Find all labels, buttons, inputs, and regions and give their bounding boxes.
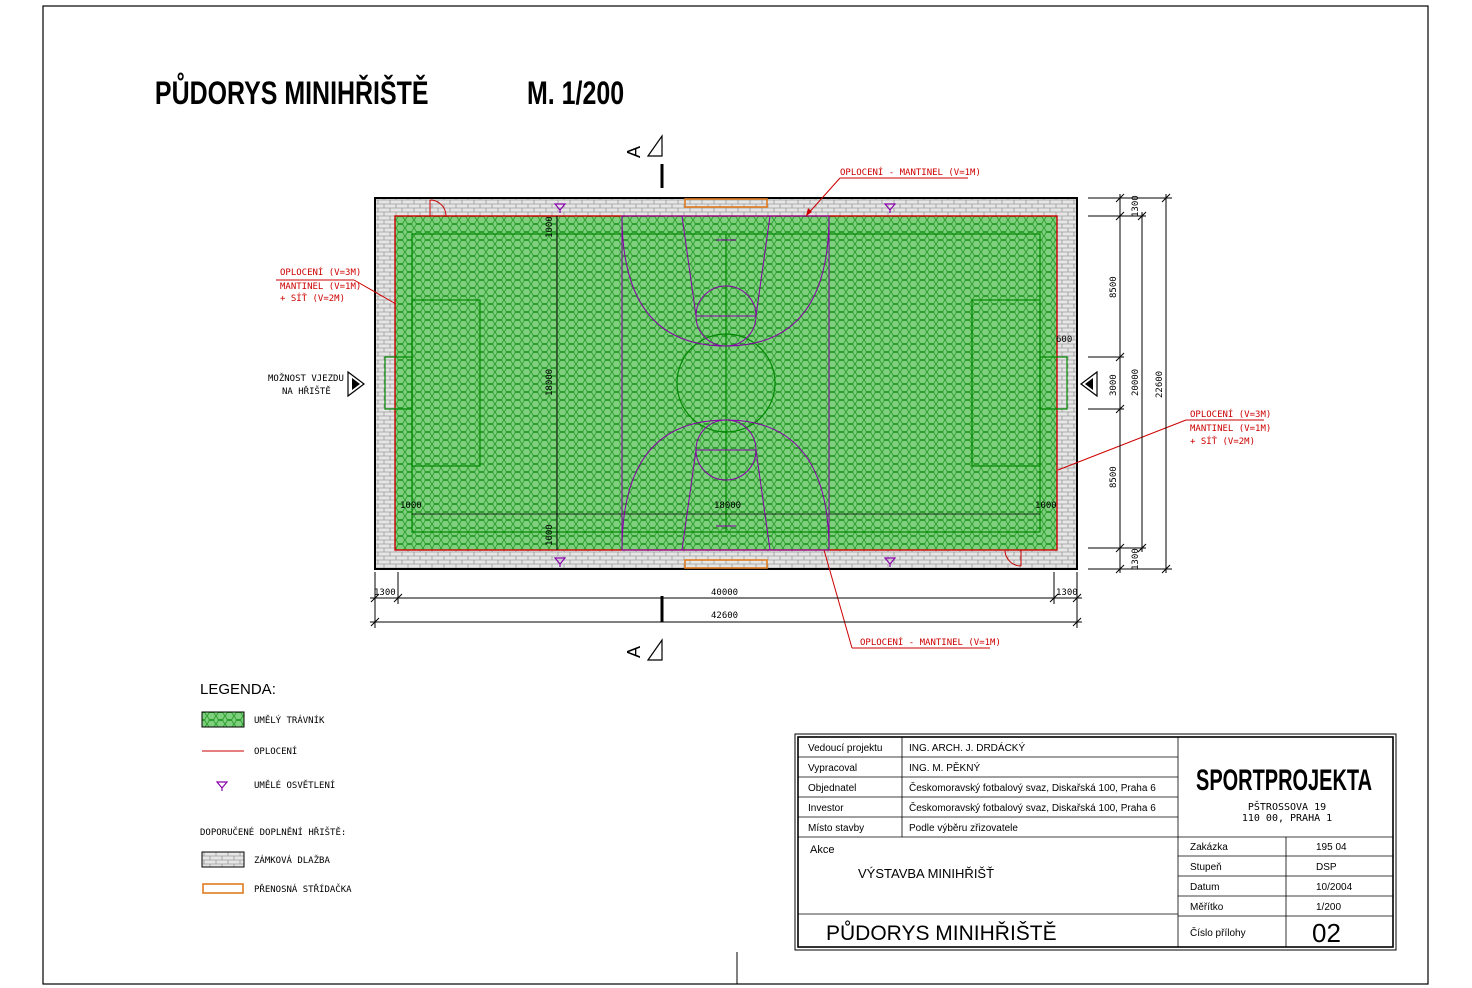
- title-scale: M. 1/200: [527, 76, 624, 112]
- callout-top: OPLOCENÍ - MANTINEL (V=1M): [805, 166, 981, 217]
- tb-value-misto: Podle výběru zřizovatele: [909, 823, 1018, 834]
- legend-label-fence: OPLOCENÍ: [254, 745, 297, 757]
- callout-left-line3: + SÍŤ (V=2M): [280, 292, 345, 304]
- dims-bottom: [370, 572, 1082, 628]
- dim-right-seg1: 8500: [1109, 276, 1119, 298]
- dim-inner-18000-h: 18000: [714, 501, 741, 511]
- callout-right-line1: OPLOCENÍ (V=3M): [1190, 408, 1271, 420]
- gate-top: [429, 199, 447, 217]
- callout-bottom-text: OPLOCENÍ - MANTINEL (V=1M): [860, 636, 1001, 648]
- legend-label-light: UMĚLÉ OSVĚTLENÍ: [254, 779, 335, 791]
- legend: LEGENDA: UMĚLÝ TRÁVNÍK OPLOCENÍ UMĚLÉ OS…: [200, 681, 352, 895]
- tb-akce-value: VÝSTAVBA MINIHŘIŠŤ: [858, 866, 994, 881]
- tb-value-investor: Českomoravský fotbalový svaz, Diskařská …: [909, 801, 1156, 814]
- tb-meta-value-meritko: 1/200: [1316, 902, 1341, 913]
- section-letter-bottom: A: [624, 646, 644, 658]
- tb-meta-value-cislo: 02: [1312, 918, 1341, 948]
- light-1: [553, 203, 567, 213]
- goal-right: [1039, 356, 1068, 410]
- tb-label-vedouci: Vedoucí projektu: [808, 743, 883, 754]
- callout-top-text: OPLOCENÍ - MANTINEL (V=1M): [840, 166, 981, 178]
- tb-meta-label-meritko: Měřítko: [1190, 902, 1224, 913]
- light-2: [883, 203, 897, 213]
- tb-meta-label-zakazka: Zakázka: [1190, 842, 1228, 853]
- tb-label-misto: Místo stavby: [808, 823, 864, 834]
- callout-right-line2: MANTINEL (V=1M): [1190, 424, 1271, 434]
- dim-right-top: 1300: [1131, 195, 1141, 217]
- dim-inner-left: 1000: [400, 501, 422, 511]
- legend-swatch-light: [215, 781, 229, 791]
- tb-label-investor: Investor: [808, 803, 844, 814]
- section-mark-top: A: [624, 134, 664, 188]
- tb-meta-value-datum: 10/2004: [1316, 882, 1353, 893]
- section-letter-top: A: [624, 146, 644, 158]
- callout-left: OPLOCENÍ (V=3M) MANTINEL (V=1M) + SÍŤ (V…: [276, 266, 397, 305]
- legend-label-grass: UMĚLÝ TRÁVNÍK: [254, 714, 325, 726]
- dims-right: [1088, 193, 1172, 574]
- callout-right: OPLOCENÍ (V=3M) MANTINEL (V=1M) + SÍŤ (V…: [1057, 408, 1271, 471]
- legend-swatch-grass: [201, 711, 245, 728]
- section-mark-bottom: A: [624, 596, 664, 661]
- tb-meta-label-datum: Datum: [1190, 882, 1219, 893]
- tb-drawing-title: PŮDORYS MINIHŘIŠTĚ: [826, 921, 1057, 945]
- legend-subtitle: DOPORUČENÉ DOPLNĚNÍ HŘIŠTĚ:: [200, 826, 346, 838]
- dim-inner-right: 1000: [1035, 501, 1057, 511]
- dim-bottom-right: 1300: [1056, 588, 1078, 598]
- title-block: Vedoucí projektu ING. ARCH. J. DRDÁCKÝ V…: [794, 733, 1397, 951]
- tb-company: SPORTPROJEKTA: [1196, 764, 1372, 797]
- tb-address2: 110 00, PRAHA 1: [1242, 813, 1332, 824]
- goal-left: [384, 356, 413, 410]
- dim-bottom-total: 42600: [711, 611, 738, 621]
- tb-value-objednatel: Českomoravský fotbalový svaz, Diskařská …: [909, 781, 1156, 794]
- dim-right-total: 22600: [1155, 371, 1165, 398]
- dim-inner-top: 1000: [545, 216, 555, 238]
- dim-right-inner: 20000: [1131, 369, 1141, 396]
- legend-label-paving: ZÁMKOVÁ DLAŽBA: [254, 854, 330, 866]
- tb-value-vypracoval: ING. M. PĚKNÝ: [909, 761, 980, 774]
- dim-goal: 600: [1056, 335, 1072, 345]
- light-4: [883, 557, 897, 567]
- entry-label-line2: NA HŘIŠTĚ: [282, 385, 331, 397]
- entry-label: MOŽNOST VJEZDU NA HŘIŠTĚ: [268, 372, 344, 397]
- pitch-plan: 1000 1000 18000 18000 1000 1000 600: [347, 197, 1098, 570]
- tb-meta-value-zakazka: 195 04: [1316, 842, 1347, 853]
- drawing-title: PŮDORYS MINIHŘIŠTĚ M. 1/200: [155, 72, 624, 112]
- basketball-lines: [621, 215, 830, 551]
- dim-inner-18000-v: 18000: [545, 369, 555, 396]
- callout-left-line1: OPLOCENÍ (V=3M): [280, 266, 361, 278]
- sheet-frame: [42, 5, 1429, 985]
- legend-swatch-bench: [202, 883, 244, 894]
- entry-arrow-left: [347, 370, 365, 398]
- dim-bottom-left: 1300: [374, 588, 396, 598]
- gate-bottom: [1004, 549, 1022, 567]
- bench-bottom: [684, 559, 768, 569]
- tb-address1: PŠTROSSOVA 19: [1248, 800, 1326, 813]
- tb-akce-label: Akce: [810, 844, 834, 856]
- centre-circle: [676, 333, 776, 433]
- callout-left-line2: MANTINEL (V=1M): [280, 282, 361, 292]
- tb-meta-label-stupen: Stupeň: [1190, 862, 1222, 873]
- tb-value-vedouci: ING. ARCH. J. DRDÁCKÝ: [909, 741, 1025, 754]
- entry-label-line1: MOŽNOST VJEZDU: [268, 372, 344, 384]
- bench-top: [684, 198, 768, 208]
- tb-label-objednatel: Objednatel: [808, 783, 856, 794]
- tb-label-vypracoval: Vypracoval: [808, 763, 857, 774]
- legend-title: LEGENDA:: [200, 681, 276, 698]
- dim-right-seg2: 3000: [1109, 374, 1119, 396]
- light-3: [553, 557, 567, 567]
- legend-swatch-paving: [201, 851, 245, 868]
- dim-right-bottom: 1300: [1131, 548, 1141, 570]
- dim-inner-bottom: 1000: [545, 524, 555, 546]
- callout-right-line3: + SÍŤ (V=2M): [1190, 435, 1255, 447]
- title-main: PŮDORYS MINIHŘIŠTĚ: [155, 72, 429, 112]
- callout-bottom: OPLOCENÍ - MANTINEL (V=1M): [823, 549, 1001, 649]
- tb-meta-value-stupen: DSP: [1316, 862, 1337, 873]
- legend-label-bench: PŘENOSNÁ STŘÍDAČKA: [254, 883, 352, 895]
- tb-meta-label-cislo: Číslo přílohy: [1190, 926, 1246, 939]
- entry-arrow-right: [1080, 370, 1098, 398]
- dim-right-seg3: 8500: [1109, 466, 1119, 488]
- dim-bottom-inner: 40000: [711, 588, 738, 598]
